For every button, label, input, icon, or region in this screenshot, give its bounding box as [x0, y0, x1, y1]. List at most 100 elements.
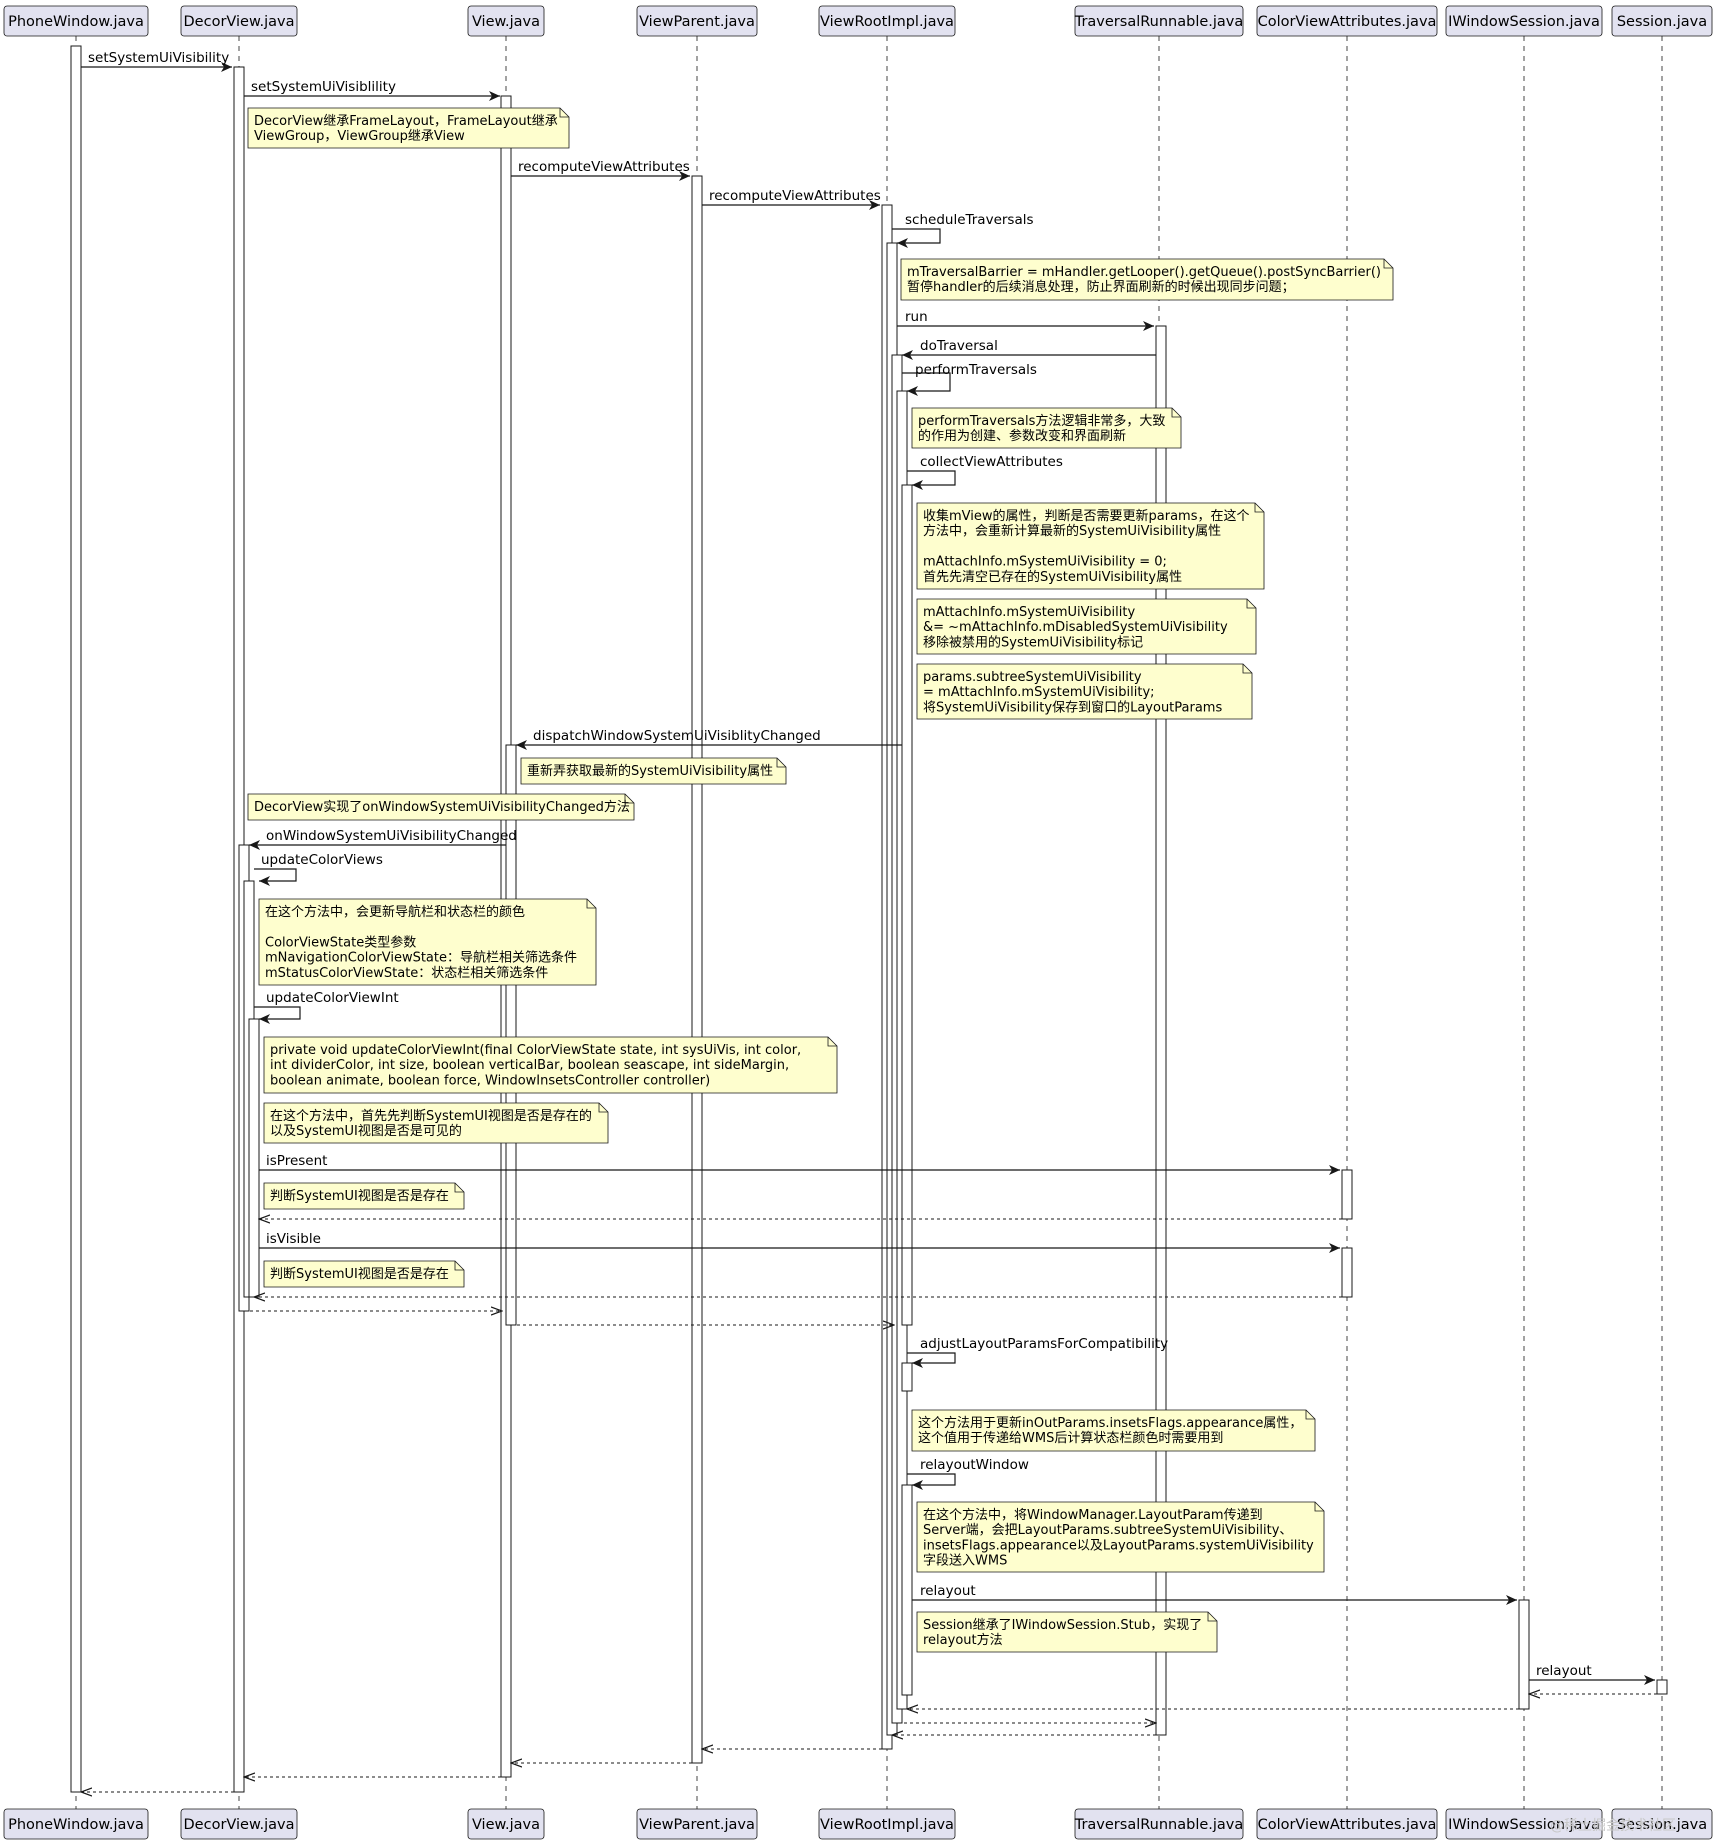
- note-box: [911, 1409, 1316, 1452]
- note-line: performTraversals方法逻辑非常多，大致: [918, 413, 1165, 429]
- participant-header-session: Session.java: [1611, 5, 1713, 37]
- message-label: isPresent: [266, 1153, 327, 1169]
- note-line: DecorView实现了onWindowSystemUiVisibilityCh…: [254, 799, 630, 815]
- participant-footer-view: View.java: [467, 1808, 545, 1840]
- participant-label: TraversalRunnable.java: [1074, 1817, 1244, 1833]
- activation-bar: [248, 1018, 260, 1298]
- participant-box: [467, 1808, 545, 1840]
- note-fold: [1207, 1612, 1217, 1622]
- participant-box: [1445, 1808, 1603, 1840]
- participant-label: ColorViewAttributes.java: [1258, 1817, 1437, 1833]
- note-fold: [1314, 1502, 1324, 1512]
- participant-header-decorview: DecorView.java: [180, 5, 298, 37]
- participant-footer-iwindowsession: IWindowSession.java: [1445, 1808, 1603, 1840]
- participant-label: DecorView.java: [184, 14, 295, 30]
- note-line: params.subtreeSystemUiVisibility: [923, 670, 1142, 685]
- note: Session继承了IWindowSession.Stub，实现了relayou…: [916, 1611, 1218, 1653]
- note-line: 方法中，会重新计算最新的SystemUiVisibility属性: [923, 523, 1221, 539]
- participant-label: ViewParent.java: [639, 14, 755, 30]
- participant-header-colorviewattributes: ColorViewAttributes.java: [1256, 5, 1438, 37]
- participant-label: PhoneWindow.java: [8, 14, 144, 30]
- note-line: 判断SystemUI视图是否是存在: [270, 1267, 449, 1282]
- participant-label: IWindowSession.java: [1448, 14, 1600, 30]
- note-line: 这个值用于传递给WMS后计算状态栏颜色时需要用到: [918, 1430, 1223, 1446]
- note-box: [247, 107, 570, 149]
- note-fold: [1242, 664, 1252, 674]
- participant-footer-decorview: DecorView.java: [180, 1808, 298, 1840]
- participant-label: Session.java: [1617, 1817, 1707, 1833]
- activation-bar: [901, 484, 913, 1326]
- note-line: Session继承了IWindowSession.Stub，实现了: [923, 1618, 1202, 1633]
- note-line: 收集mView的属性，判断是否需要更新params，在这个: [923, 508, 1249, 524]
- message-label: performTraversals: [915, 362, 1037, 378]
- message-label: scheduleTraversals: [905, 212, 1034, 228]
- note: 判断SystemUI视图是否是存在: [263, 1182, 465, 1210]
- note-line: ViewGroup，ViewGroup继承View: [254, 129, 465, 144]
- participant-box: [636, 1808, 758, 1840]
- self-message-arrow: [907, 1352, 956, 1368]
- note-fold: [776, 758, 786, 768]
- activation-bar: [901, 1484, 913, 1696]
- note-box: [911, 407, 1182, 449]
- note: 这个方法用于更新inOutParams.insetsFlags.appearan…: [911, 1409, 1316, 1452]
- note-box: [263, 1182, 465, 1210]
- note-fold: [559, 108, 569, 118]
- note-box: [916, 502, 1265, 590]
- activation-bar: [901, 1362, 913, 1392]
- activation-bar: [1341, 1169, 1353, 1220]
- note: mAttachInfo.mSystemUiVisibility &= ~mAtt…: [916, 598, 1257, 655]
- note-fold: [454, 1183, 464, 1193]
- note-line: 的作用为创建、参数改变和界面刷新: [918, 428, 1126, 444]
- note-fold: [586, 899, 596, 909]
- note-box: [263, 1102, 609, 1144]
- note-line: insetsFlags.appearance以及LayoutParams.sys…: [923, 1538, 1314, 1553]
- note: 在这个方法中，首先先判断SystemUI视图是否是存在的以及SystemUI视图…: [263, 1102, 609, 1144]
- message-label: recomputeViewAttributes: [709, 188, 881, 204]
- message-label: collectViewAttributes: [920, 454, 1063, 470]
- note-line: = mAttachInfo.mSystemUiVisibility;: [923, 685, 1155, 700]
- note-line: DecorView继承FrameLayout，FrameLayout继承: [254, 114, 558, 129]
- participant-box: [1445, 5, 1603, 37]
- note-line: ColorViewState类型参数: [265, 934, 416, 950]
- participant-header-traversalrunnable: TraversalRunnable.java: [1074, 5, 1244, 37]
- note-line: 字段送入WMS: [923, 1554, 1007, 1569]
- note-box: [916, 1611, 1218, 1653]
- note-box: [263, 1260, 465, 1288]
- participant-footer-viewparent: ViewParent.java: [636, 1808, 758, 1840]
- participant-box: [818, 1808, 956, 1840]
- participant-label: ColorViewAttributes.java: [1258, 14, 1437, 30]
- note-fold: [827, 1037, 837, 1047]
- note-line: 暂停handler的后续消息处理，防止界面刷新的时候出现同步问题；: [907, 279, 1295, 295]
- note-line: relayout方法: [923, 1632, 1003, 1648]
- participant-box: [3, 5, 149, 37]
- note: 在这个方法中，会更新导航栏和状态栏的颜色 ColorViewState类型参数 …: [258, 898, 597, 986]
- note-fold: [1383, 259, 1393, 269]
- note-line: mStatusColorViewState：状态栏相关筛选条件: [265, 965, 548, 981]
- note-box: [520, 757, 787, 785]
- note: DecorView继承FrameLayout，FrameLayout继承View…: [247, 107, 570, 149]
- note-fold: [1171, 408, 1181, 418]
- note-line: mNavigationColorViewState：导航栏相关筛选条件: [265, 950, 577, 966]
- message-label: relayoutWindow: [920, 1457, 1029, 1473]
- note: mTraversalBarrier = mHandler.getLooper()…: [900, 258, 1394, 301]
- participant-header-view: View.java: [467, 5, 545, 37]
- participant-header-phonewindow: PhoneWindow.java: [3, 5, 149, 37]
- participant-label: Session.java: [1617, 14, 1707, 30]
- message-label: adjustLayoutParamsForCompatibility: [920, 1336, 1168, 1352]
- message-label: setSystemUiVisibility: [88, 50, 229, 66]
- activation-bar: [1518, 1599, 1530, 1710]
- note-fold: [624, 794, 634, 804]
- participant-header-viewparent: ViewParent.java: [636, 5, 758, 37]
- participant-header-iwindowsession: IWindowSession.java: [1445, 5, 1603, 37]
- note: private void updateColorViewInt(final Co…: [263, 1036, 838, 1094]
- note-line: 在这个方法中，会更新导航栏和状态栏的颜色: [265, 904, 525, 920]
- message-label: relayout: [920, 1583, 976, 1599]
- note-fold: [1246, 599, 1256, 609]
- note-line: 以及SystemUI视图是否是可见的: [270, 1123, 462, 1139]
- activation-bar: [70, 45, 82, 1793]
- participant-label: TraversalRunnable.java: [1074, 14, 1244, 30]
- note-box: [916, 598, 1257, 655]
- participant-header-viewrootimpl: ViewRootImpl.java: [818, 5, 956, 37]
- note-line: 这个方法用于更新inOutParams.insetsFlags.appearan…: [918, 1415, 1302, 1431]
